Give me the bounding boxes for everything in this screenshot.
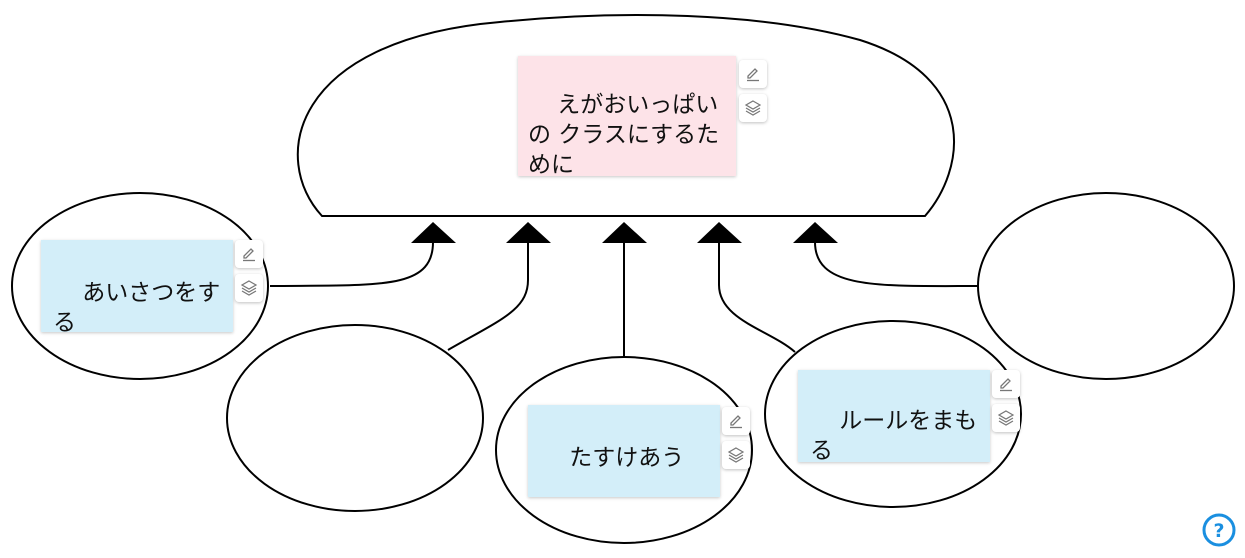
- layers-icon: [997, 410, 1015, 426]
- edit-button[interactable]: [739, 60, 767, 88]
- edit-button[interactable]: [235, 240, 263, 268]
- help-button[interactable]: ?: [1202, 513, 1236, 547]
- cause-ellipse-5: [977, 192, 1235, 380]
- layers-icon: [727, 447, 745, 463]
- pencil-icon: [243, 248, 255, 262]
- pencil-icon: [1000, 378, 1012, 392]
- arrowhead-5: [793, 222, 838, 243]
- edit-button[interactable]: [992, 370, 1020, 398]
- arrowhead-1: [411, 222, 456, 243]
- layer-button[interactable]: [722, 441, 750, 469]
- pencil-icon: [747, 68, 759, 82]
- layer-button[interactable]: [992, 404, 1020, 432]
- layer-button[interactable]: [739, 94, 767, 122]
- question-icon: ?: [1202, 513, 1236, 547]
- note-2-toolbar: [722, 407, 752, 475]
- arrowhead-3: [602, 222, 647, 243]
- sticky-note-3-text: ルールをまもる: [810, 408, 978, 462]
- layers-icon: [744, 100, 762, 116]
- cause-ellipse-2: [226, 324, 484, 512]
- arrowhead-4: [697, 222, 742, 243]
- layer-button[interactable]: [235, 274, 263, 302]
- pencil-icon: [730, 415, 742, 429]
- sticky-note-2-text: たすけあう: [569, 445, 685, 471]
- main-note-toolbar: [739, 60, 769, 128]
- sticky-note-1-text: あいさつをする: [53, 280, 221, 332]
- edit-button[interactable]: [722, 407, 750, 435]
- layers-icon: [240, 280, 258, 296]
- connector-line-4: [718, 242, 796, 353]
- note-1-toolbar: [235, 240, 265, 308]
- sticky-note-1[interactable]: あいさつをする: [41, 240, 233, 332]
- main-sticky-note-text: えがおいっぱいの クラスにするために: [528, 92, 720, 176]
- arrowhead-2: [506, 222, 551, 243]
- svg-text:?: ?: [1213, 520, 1224, 542]
- connector-line-1: [269, 241, 434, 287]
- sticky-note-3[interactable]: ルールをまもる: [798, 370, 990, 462]
- main-sticky-note[interactable]: えがおいっぱいの クラスにするために: [518, 56, 736, 176]
- sticky-note-2[interactable]: たすけあう: [528, 405, 720, 497]
- note-3-toolbar: [992, 370, 1022, 438]
- connector-line-2: [447, 242, 529, 351]
- connector-line-5: [814, 241, 981, 288]
